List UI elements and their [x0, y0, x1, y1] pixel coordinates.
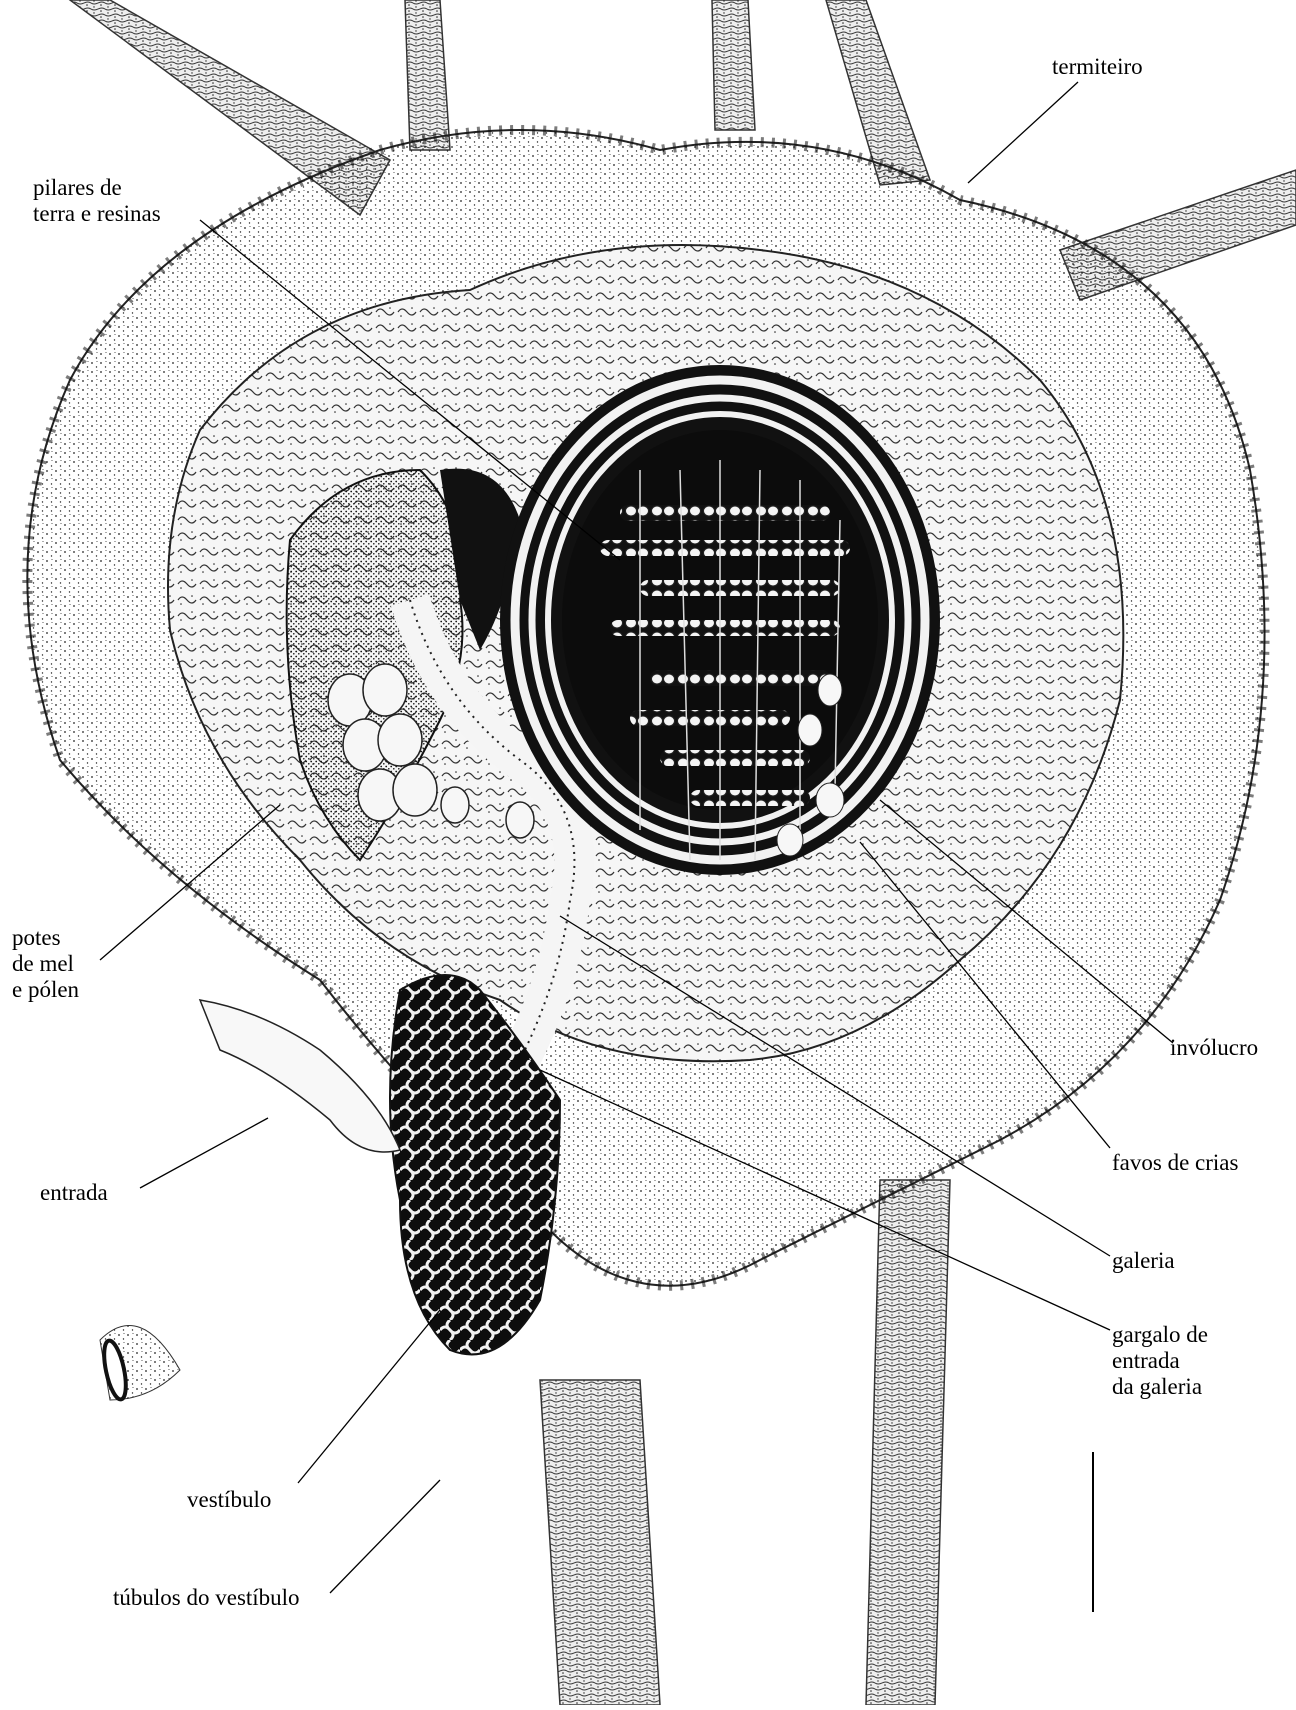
label-vestibulo: vestíbulo — [187, 1487, 271, 1513]
label-involucro: invólucro — [1170, 1035, 1258, 1061]
label-tubulos-line: túbulos do vestíbulo — [113, 1585, 300, 1611]
label-tubulos: túbulos do vestíbulo — [113, 1585, 300, 1611]
label-potes-line-2: de mel — [12, 951, 79, 977]
label-gargalo-line-3: da galeria — [1112, 1374, 1208, 1400]
label-pilares: pilares de terra e resinas — [33, 175, 161, 227]
label-entrada-line: entrada — [40, 1180, 108, 1206]
entrance-detail — [100, 1325, 180, 1401]
label-potes-line-1: potes — [12, 925, 79, 951]
label-galeria: galeria — [1112, 1248, 1175, 1274]
label-favos-line: favos de crias — [1112, 1150, 1238, 1176]
label-vestibulo-line: vestíbulo — [187, 1487, 271, 1513]
label-gargalo-line-2: entrada — [1112, 1348, 1208, 1374]
label-pilares-line-1: pilares de — [33, 175, 161, 201]
label-potes-line-3: e pólen — [12, 977, 79, 1003]
label-termiteiro-line: termiteiro — [1052, 54, 1143, 80]
label-gargalo: gargalo de entrada da galeria — [1112, 1322, 1208, 1400]
label-termiteiro: termiteiro — [1052, 54, 1143, 80]
label-involucro-line: invólucro — [1170, 1035, 1258, 1061]
label-gargalo-line-1: gargalo de — [1112, 1322, 1208, 1348]
label-potes: potes de mel e pólen — [12, 925, 79, 1003]
label-galeria-line: galeria — [1112, 1248, 1175, 1274]
label-entrada: entrada — [40, 1180, 108, 1206]
label-pilares-line-2: terra e resinas — [33, 201, 161, 227]
label-favos: favos de crias — [1112, 1150, 1238, 1176]
